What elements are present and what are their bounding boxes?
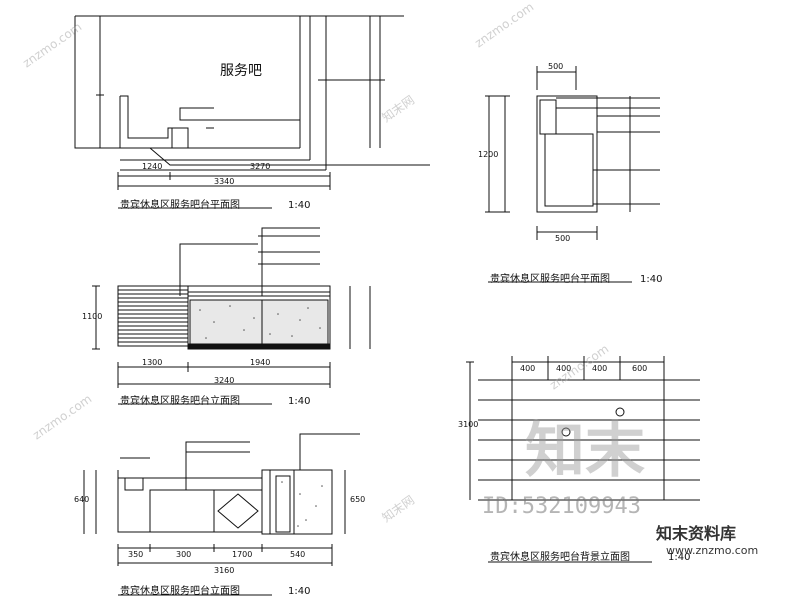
plan-top-left	[74, 15, 430, 190]
dim-text: 1300	[142, 358, 163, 367]
drawing-title: 贵宾休息区服务吧台平面图	[120, 200, 240, 211]
watermark-id: ID:532109943	[482, 494, 641, 519]
dim-text: 1200	[478, 150, 499, 159]
drawing-scale: 1:40	[640, 274, 663, 285]
dim-text: 650	[350, 495, 366, 504]
dim-text: 1100	[82, 312, 103, 321]
watermark-logo: 知末	[525, 416, 645, 486]
stone-texture	[199, 305, 323, 527]
dim-text: 1240	[142, 162, 163, 171]
dim-text: 540	[290, 550, 306, 559]
watermark-url: www.znzmo.com	[666, 544, 759, 557]
watermark-brand: 知末资料库	[656, 524, 737, 543]
elev-bottom-right	[466, 356, 700, 501]
dim-text: 500	[548, 62, 564, 71]
dim-text: 600	[632, 364, 648, 373]
drawing-title: 贵宾休息区服务吧台背景立面图	[490, 552, 630, 563]
drawing-scale: 1:40	[288, 396, 311, 407]
drawing-title: 贵宾休息区服务吧台平面图	[490, 274, 610, 285]
dim-text: 400	[556, 364, 572, 373]
drawing-scale: 1:40	[288, 586, 311, 597]
dim-text: 3240	[214, 376, 235, 385]
dim-text: 400	[520, 364, 536, 373]
elev-bottom-left	[83, 433, 360, 566]
room-label: 服务吧	[220, 63, 262, 79]
drawing-title: 贵宾休息区服务吧台立面图	[120, 586, 240, 597]
plan-top-right	[485, 66, 660, 240]
dim-text: 500	[555, 234, 571, 243]
dim-text: 300	[176, 550, 192, 559]
dim-text: 640	[74, 495, 90, 504]
dim-text: 400	[592, 364, 608, 373]
dim-text: 3340	[214, 177, 235, 186]
dim-text: 3270	[250, 162, 271, 171]
drawing-title: 贵宾休息区服务吧台立面图	[120, 396, 240, 407]
dim-text: 1940	[250, 358, 271, 367]
dim-text: 3160	[214, 566, 235, 575]
dim-text: 1700	[232, 550, 253, 559]
drawing-scale: 1:40	[668, 552, 691, 563]
dim-text: 3100	[458, 420, 479, 429]
drawing-scale: 1:40	[288, 200, 311, 211]
dim-text: 350	[128, 550, 144, 559]
elev-middle-left	[92, 227, 371, 388]
